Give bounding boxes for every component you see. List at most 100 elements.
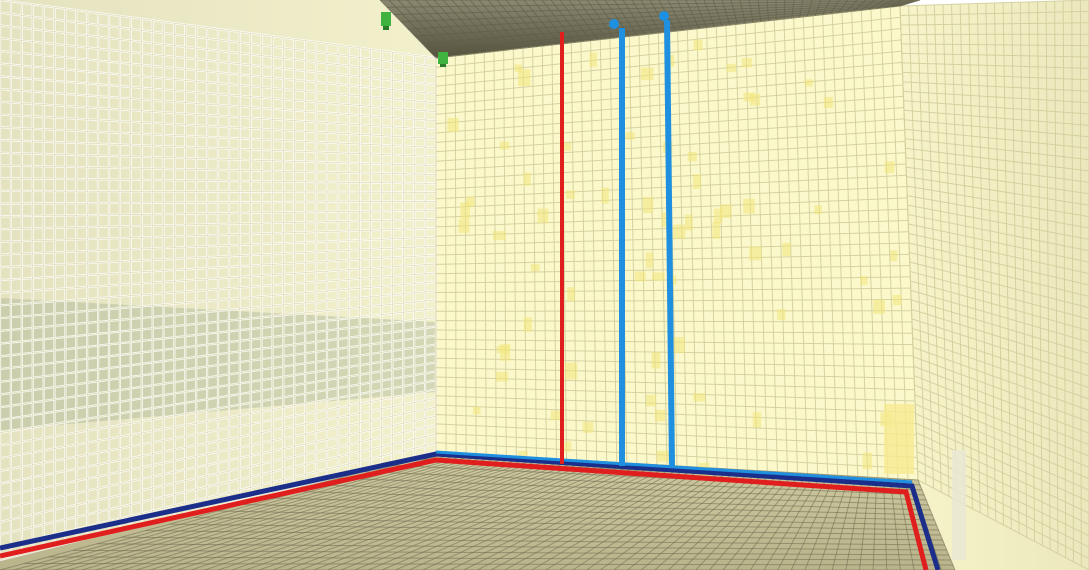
grid-line <box>435 320 913 323</box>
highlight-tile <box>589 52 597 67</box>
grid-line <box>0 263 437 294</box>
grid-line <box>902 62 1089 69</box>
grid-line <box>905 157 1089 183</box>
grid-line <box>905 147 1089 172</box>
highlight-tile <box>559 142 572 151</box>
grid-line <box>435 423 917 447</box>
highlight-tile <box>646 394 656 407</box>
highlight-tile <box>782 242 791 256</box>
grid-line <box>912 337 1089 400</box>
highlight-tile <box>537 208 549 224</box>
grid-line <box>435 298 912 303</box>
grid-line <box>435 404 916 425</box>
grid-line <box>917 479 1089 570</box>
highlight-tile <box>495 371 509 382</box>
grid-line <box>0 114 437 139</box>
grid-line <box>290 490 931 511</box>
grid-line <box>902 81 1089 92</box>
highlight-tile <box>654 409 666 422</box>
highlight-tile <box>564 441 572 452</box>
grid-line <box>916 451 1089 537</box>
grid-line <box>906 166 1089 195</box>
grid-line <box>0 245 437 268</box>
grid-line <box>0 362 437 434</box>
highlight-tile <box>693 393 706 402</box>
highlight-tile <box>656 450 670 462</box>
grid-line <box>0 290 437 332</box>
grid-line <box>386 0 918 8</box>
grid-line <box>901 52 1089 58</box>
grid-line <box>435 442 918 470</box>
right-wall-door[interactable] <box>952 450 966 560</box>
highlight-tile <box>890 250 898 262</box>
grid-line <box>0 380 437 459</box>
highlight-tile <box>687 152 697 162</box>
grid-line <box>0 101 437 130</box>
grid-line <box>906 185 1089 218</box>
grid-line <box>193 517 939 531</box>
grid-line <box>435 329 913 334</box>
grid-line <box>0 344 437 408</box>
grid-line <box>914 394 1089 468</box>
grid-line <box>915 413 1089 491</box>
highlight-tile <box>499 344 511 361</box>
grid-line <box>435 357 914 368</box>
floor-pipe-blue[interactable] <box>0 451 941 570</box>
highlight-tile <box>741 58 752 68</box>
grid-line <box>0 397 437 484</box>
grid-line <box>0 0 437 59</box>
highlight-tile <box>493 231 506 240</box>
grid-line <box>0 152 437 166</box>
grid-line <box>421 4 906 44</box>
grid-line <box>908 233 1089 275</box>
back-wall <box>436 6 918 480</box>
grid-line <box>435 376 915 391</box>
highlight-tile <box>720 204 732 218</box>
highlight-tile <box>565 362 578 380</box>
highlight-tile <box>873 299 886 314</box>
highlight-tile <box>582 421 594 433</box>
grid-line <box>916 441 1089 525</box>
ceiling-fixture-icon[interactable] <box>381 12 391 30</box>
grid-line <box>435 310 912 312</box>
grid-line <box>435 385 916 402</box>
highlight-tile <box>862 452 872 470</box>
grid-line <box>911 308 1089 366</box>
grid-line <box>314 484 929 506</box>
grid-line <box>0 139 437 157</box>
grid-line <box>917 470 1089 560</box>
floor-pipe-red[interactable] <box>0 457 929 570</box>
grid-line <box>435 253 910 265</box>
ceiling-fixture-icon[interactable] <box>438 52 448 67</box>
highlight-tile <box>743 92 755 102</box>
right-wall-grid <box>899 0 1089 570</box>
grid-line <box>0 317 437 370</box>
grid-line <box>0 371 437 446</box>
grid-line <box>0 12 437 68</box>
grid-line <box>0 433 437 535</box>
highlight-tile <box>804 79 813 87</box>
grid-line <box>908 223 1089 263</box>
highlight-tile <box>661 212 669 227</box>
highlight-tile <box>523 172 531 186</box>
grid-line <box>907 195 1089 229</box>
highlight-tile <box>823 96 833 109</box>
grid-line <box>909 261 1089 309</box>
grid-line <box>0 389 437 472</box>
grid-line <box>0 326 437 383</box>
grid-line <box>912 327 1089 389</box>
riser-pipe-blue-2[interactable] <box>664 19 675 469</box>
grid-line <box>904 119 1089 138</box>
highlight-tile <box>645 252 654 269</box>
grid-line <box>0 25 437 77</box>
grid-line <box>914 403 1089 480</box>
grid-line <box>909 270 1089 320</box>
grid-line <box>48 556 951 561</box>
grid-line <box>435 395 916 413</box>
grid-line <box>902 71 1089 81</box>
grid-line <box>909 251 1089 297</box>
highlight-tile <box>749 93 761 106</box>
highlight-tile <box>713 208 723 224</box>
grid-line <box>900 22 1089 26</box>
